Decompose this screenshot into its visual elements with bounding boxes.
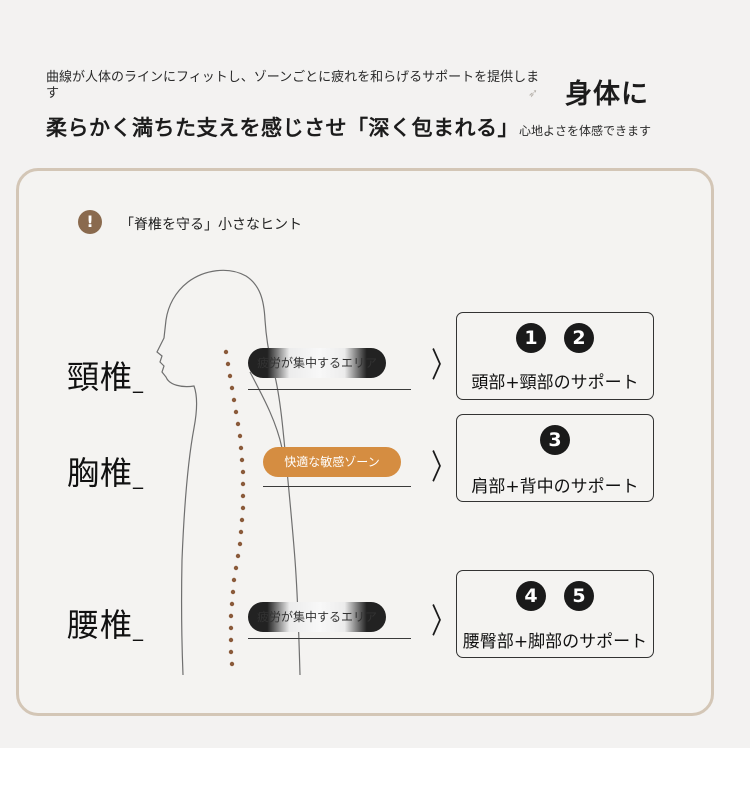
header-title: 身体に	[565, 79, 649, 110]
neck-outline	[249, 371, 283, 449]
chevron-right-icon: 〉	[431, 602, 455, 642]
header-subtitle-main: 柔らかく満ちた支えを感じさせ「深く包まれる」	[46, 116, 519, 140]
feather-icon: ➶	[528, 86, 539, 100]
chevron-right-icon: 〉	[431, 448, 455, 488]
thoracic-label: 胸椎_	[67, 454, 145, 492]
divider-line	[263, 486, 411, 487]
number-badge: 5	[564, 581, 594, 611]
number-badge: 4	[516, 581, 546, 611]
exclamation-icon: !	[78, 210, 102, 234]
comfort-zone-pill: 快適な敏感ゾーン	[263, 447, 401, 477]
divider-line	[248, 389, 411, 390]
support-label: 腰臀部+脚部のサポート	[462, 632, 648, 652]
hint-text: 「脊椎を守る」小さなヒント	[120, 217, 302, 233]
number-badges: 3	[457, 425, 653, 455]
support-box-shoulder-back: 3 肩部+背中のサポート	[456, 414, 654, 502]
cervical-label: 頸椎_	[67, 358, 145, 396]
spine-dots	[223, 349, 246, 667]
fatigue-zone-pill: 疲労が集中するエリア	[248, 348, 386, 378]
header-description: 曲線が人体のラインにフィットし、ゾーンごとに疲れを和らげるサポートを提供します	[46, 70, 540, 101]
support-label: 肩部+背中のサポート	[471, 477, 639, 497]
header-subtitle: 柔らかく満ちた支えを感じさせ「深く包まれる」心地よさを体感できます	[46, 112, 651, 142]
divider-line	[248, 638, 411, 639]
support-label: 頭部+頸部のサポート	[471, 373, 639, 393]
number-badge: 3	[540, 425, 570, 455]
bottom-band	[0, 748, 750, 798]
fatigue-zone-pill: 疲労が集中するエリア	[248, 602, 386, 632]
number-badge: 1	[516, 323, 546, 353]
chevron-right-icon: 〉	[431, 346, 455, 386]
header-subtitle-note: 心地よさを体感できます	[519, 124, 652, 138]
lumbar-label: 腰椎_	[67, 606, 145, 644]
number-badge: 2	[564, 323, 594, 353]
